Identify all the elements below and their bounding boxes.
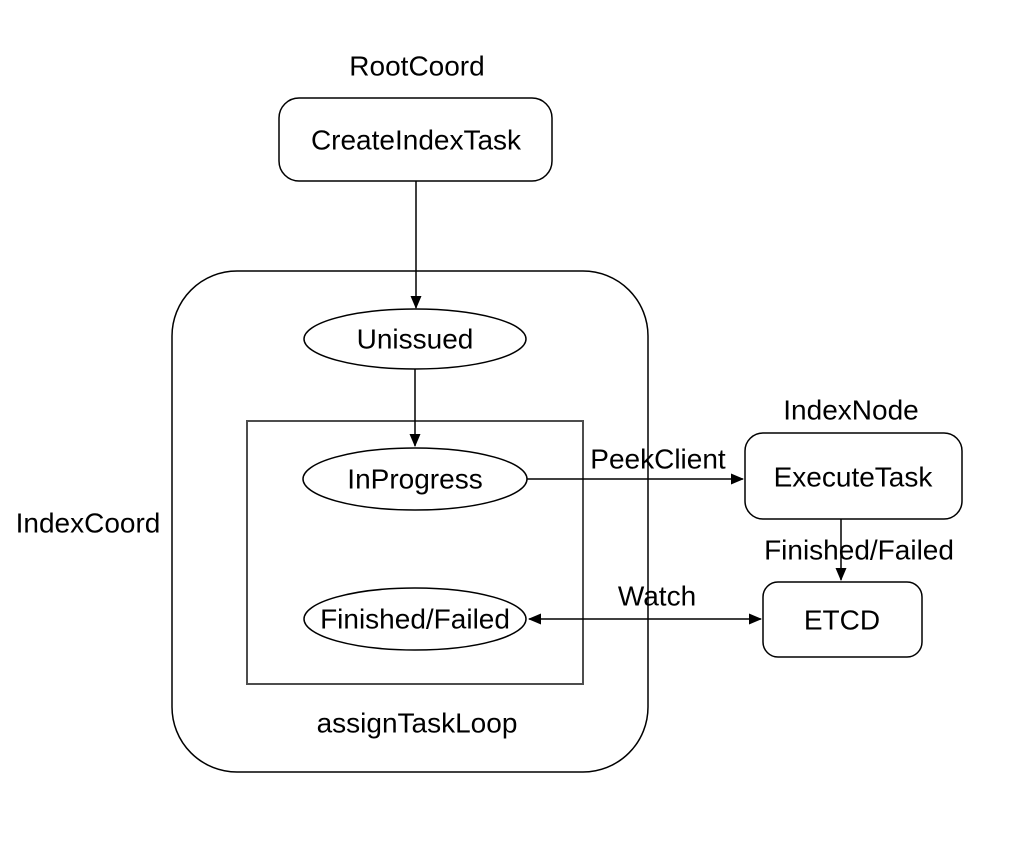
create-index-task-label: CreateIndexTask <box>311 125 522 156</box>
in-progress-label: InProgress <box>347 464 482 495</box>
indexcoord-label: IndexCoord <box>16 508 161 539</box>
finished-failed-state <box>303 587 527 651</box>
in-progress-state <box>302 447 528 511</box>
unissued-label: Unissued <box>357 324 474 355</box>
execute-task-node <box>744 432 963 520</box>
finished-failed-label: Finished/Failed <box>320 604 510 635</box>
execute-task-label: ExecuteTask <box>774 462 934 493</box>
indexcoord-container <box>171 270 649 773</box>
peekclient-edge-label: PeekClient <box>590 444 726 475</box>
rootcoord-label: RootCoord <box>349 51 484 82</box>
indexnode-label: IndexNode <box>783 395 918 426</box>
etcd-node <box>762 581 923 658</box>
assign-task-loop-label: assignTaskLoop <box>317 708 518 739</box>
etcd-label: ETCD <box>804 605 880 636</box>
unissued-state <box>303 308 527 370</box>
watch-edge-label: Watch <box>618 581 696 612</box>
finished-failed-edge-label: Finished/Failed <box>764 535 954 566</box>
create-index-task-node <box>278 97 553 182</box>
